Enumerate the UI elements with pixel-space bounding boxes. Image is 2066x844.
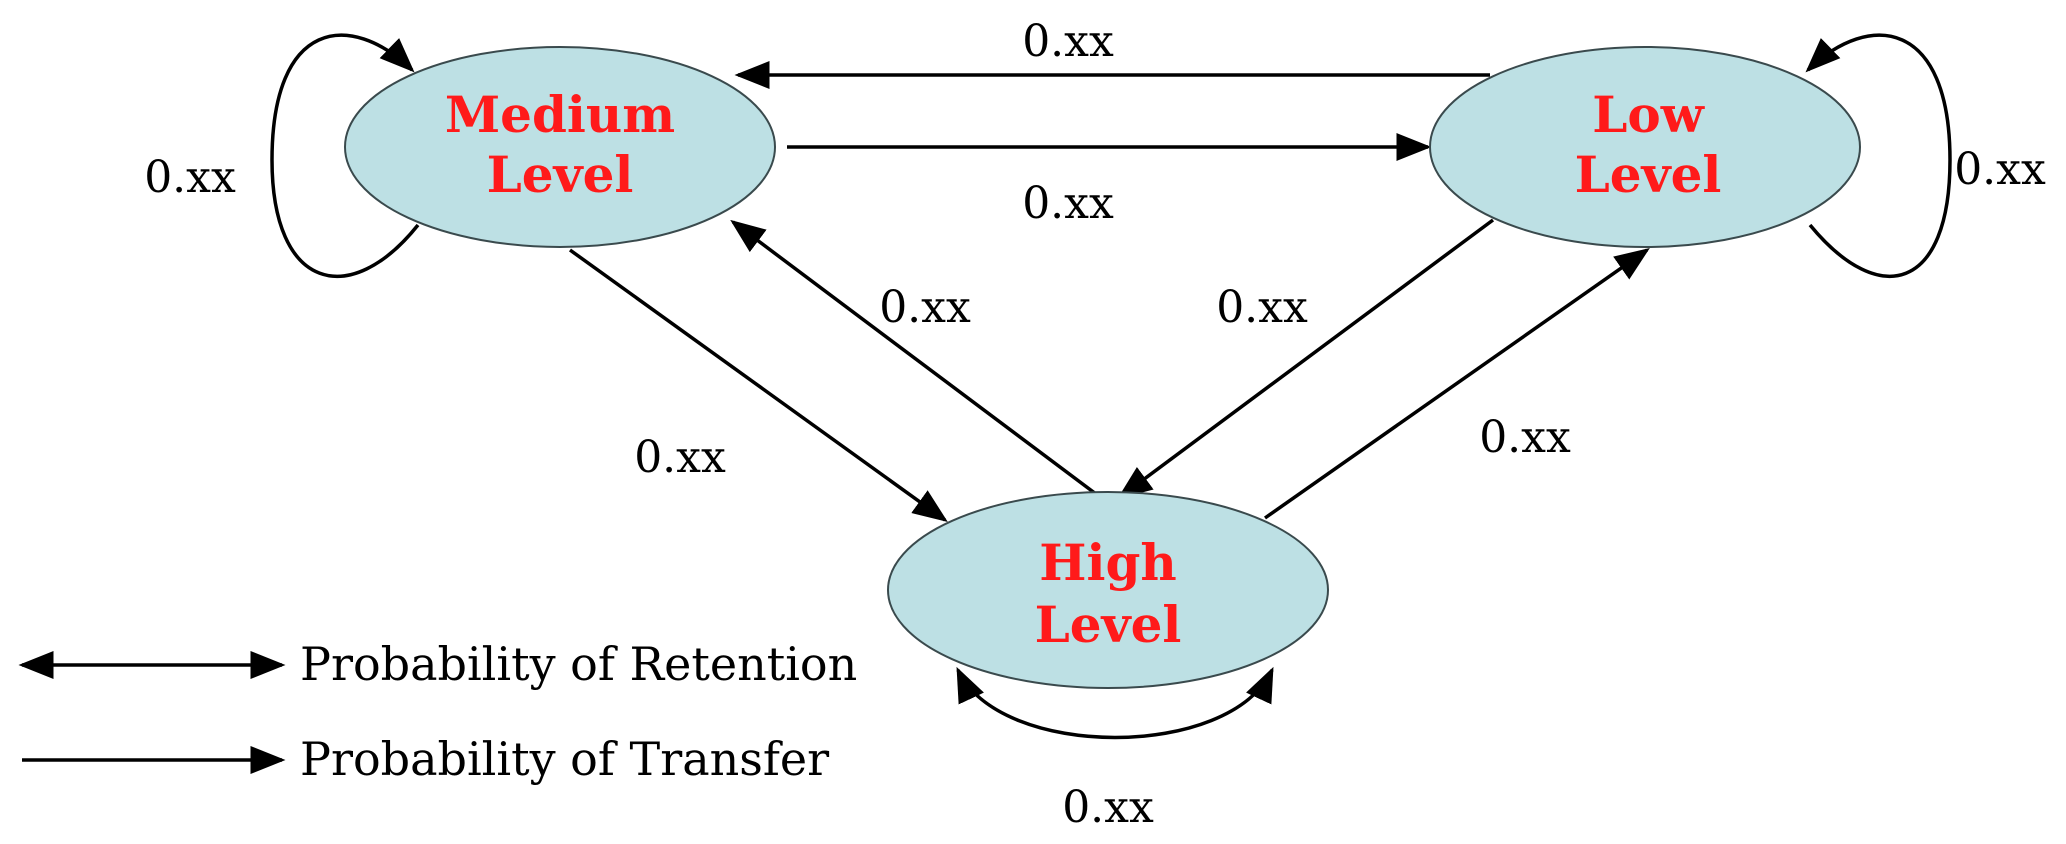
self-loop-high bbox=[956, 666, 1274, 740]
self-loop-medium bbox=[270, 33, 420, 278]
edge-low-to-high bbox=[1117, 218, 1495, 500]
self-loop-low bbox=[1805, 33, 1952, 278]
node-high-line1: High bbox=[1039, 533, 1177, 592]
node-medium-level: Medium Level bbox=[344, 46, 776, 248]
edge-high-to-low bbox=[1263, 247, 1650, 520]
label-low-to-high: 0.xx bbox=[1216, 282, 1308, 333]
label-medium-to-high: 0.xx bbox=[634, 432, 726, 483]
label-high-to-low: 0.xx bbox=[1479, 412, 1571, 463]
label-low-to-medium: 0.xx bbox=[1022, 16, 1114, 67]
legend-transfer-label: Probability of Transfer bbox=[300, 732, 829, 786]
node-medium-line1: Medium bbox=[445, 85, 675, 144]
node-medium-ellipse bbox=[344, 46, 776, 248]
label-high-to-medium: 0.xx bbox=[879, 282, 971, 333]
edge-high-to-medium bbox=[730, 219, 1102, 499]
label-high-self: 0.xx bbox=[1062, 782, 1154, 833]
node-low-line2: Level bbox=[1575, 145, 1722, 204]
label-low-self: 0.xx bbox=[1954, 144, 2046, 195]
legend: Probability of Retention Probability of … bbox=[18, 637, 857, 786]
node-low-level: Low Level bbox=[1429, 46, 1861, 248]
label-medium-to-low: 0.xx bbox=[1022, 178, 1114, 229]
node-high-line2: Level bbox=[1035, 595, 1182, 654]
label-medium-self: 0.xx bbox=[144, 152, 236, 203]
node-low-ellipse bbox=[1429, 46, 1861, 248]
node-high-level: High Level bbox=[887, 491, 1329, 689]
node-high-ellipse bbox=[887, 491, 1329, 689]
edge-medium-to-high bbox=[568, 248, 948, 523]
legend-retention-label: Probability of Retention bbox=[300, 637, 857, 691]
node-medium-line2: Level bbox=[487, 145, 634, 204]
node-low-line1: Low bbox=[1592, 85, 1706, 144]
